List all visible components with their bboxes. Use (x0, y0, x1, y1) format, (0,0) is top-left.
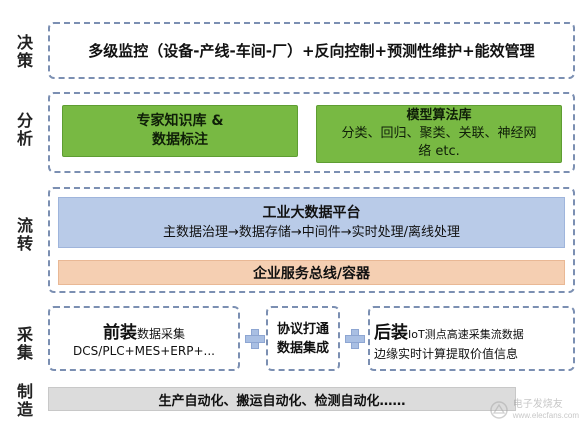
decision-layer-box: 多级监控（设备-产线-车间-厂）+反向控制+预测性维护+能效管理 (48, 22, 575, 79)
protocol-integration-box: 协议打通 数据集成 (266, 306, 340, 371)
expert-knowledge-box: 专家知识库 & 数据标注 (62, 105, 298, 157)
layer-label-manufacturing: 制造 (14, 383, 33, 419)
watermark-logo-icon (490, 401, 508, 419)
decision-text: 多级监控（设备-产线-车间-厂）+反向控制+预测性维护+能效管理 (88, 42, 535, 60)
front-systems: DCS/PLC+MES+ERP+... (73, 344, 215, 358)
rear-title: 后装 (374, 323, 408, 343)
plus-icon-right (343, 327, 365, 349)
enterprise-bus-label: 企业服务总线/容器 (252, 265, 371, 282)
layer-label-collection: 采集 (14, 326, 33, 362)
protocol-line1: 协议打通 (276, 322, 329, 337)
manufacturing-text: 生产自动化、搬运自动化、检测自动化…… (158, 393, 406, 409)
rear-subtitle: IoT测点高速采集流数据 (408, 328, 524, 341)
expert-knowledge-line2: 数据标注 (152, 132, 208, 148)
industrial-big-data-platform: 工业大数据平台 主数据治理→数据存储→中间件→实时处理/离线处理 (58, 197, 565, 248)
manufacturing-band: 生产自动化、搬运自动化、检测自动化…… (48, 387, 516, 411)
rear-collection-box: 后装IoT测点高速采集流数据 边缘实时计算提取价值信息 (368, 306, 575, 371)
model-algorithm-line3: 络 etc. (418, 144, 460, 159)
layer-label-analysis: 分析 (14, 112, 33, 148)
layer-label-decision: 决策 (14, 34, 33, 70)
front-collection-box: 前装数据采集 DCS/PLC+MES+ERP+... (48, 306, 240, 371)
flow-layer-box: 工业大数据平台 主数据治理→数据存储→中间件→实时处理/离线处理 企业服务总线/… (48, 187, 575, 293)
platform-title: 工业大数据平台 (262, 204, 361, 221)
analysis-layer-box: 专家知识库 & 数据标注 模型算法库 分类、回归、聚类、关联、神经网 络 etc… (48, 92, 575, 173)
expert-knowledge-line1: 专家知识库 & (136, 113, 224, 129)
protocol-line2: 数据集成 (276, 341, 329, 356)
watermark: 电子发烧友 www.elecfans.com (489, 399, 579, 421)
model-algorithm-line2: 分类、回归、聚类、关联、神经网 (341, 126, 537, 141)
watermark-line1: 电子发烧友 (512, 399, 563, 410)
model-algorithm-title: 模型算法库 (406, 108, 472, 123)
layer-label-flow: 流转 (14, 217, 33, 253)
enterprise-service-bus: 企业服务总线/容器 (58, 260, 565, 285)
model-algorithm-box: 模型算法库 分类、回归、聚类、关联、神经网 络 etc. (316, 105, 562, 163)
plus-icon-left (243, 327, 265, 349)
watermark-line2: www.elecfans.com (512, 411, 579, 420)
rear-edge-computing: 边缘实时计算提取价值信息 (374, 347, 519, 361)
platform-steps: 主数据治理→数据存储→中间件→实时处理/离线处理 (162, 224, 461, 240)
front-title: 前装 (102, 323, 137, 343)
front-subtitle: 数据采集 (136, 327, 185, 341)
